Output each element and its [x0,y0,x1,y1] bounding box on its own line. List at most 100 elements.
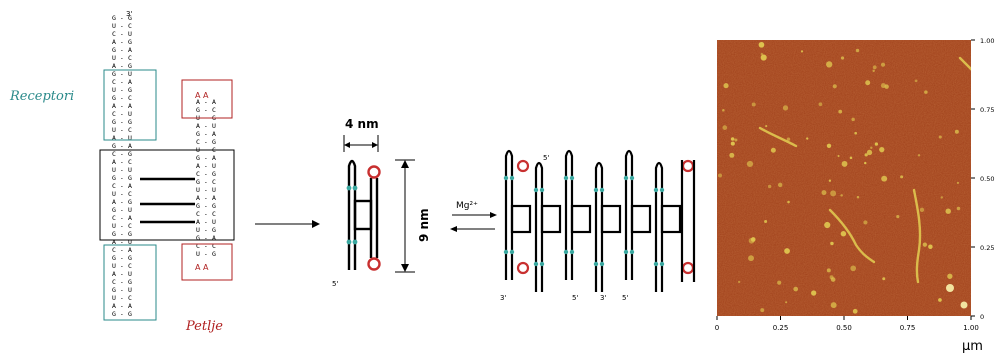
h-node-red [367,257,381,271]
afm-particle [748,255,754,262]
chain-node-cyan [659,187,665,193]
chain-strand [594,161,604,292]
afm-particle [824,221,831,229]
receptor-box-bottom [103,244,157,321]
receptor-box-top [103,69,157,141]
afm-particle [940,196,943,199]
base-glyph: A [212,194,216,202]
chain-node-cyan [503,249,509,255]
arrow-a-to-b [255,220,320,228]
base-glyph: G - [112,286,124,294]
base-glyph: G [212,226,216,234]
base-glyph: C [128,94,132,102]
base-glyph: G - [112,142,124,150]
h-node-red [367,165,381,179]
base-glyph: C - [112,182,124,190]
base-glyph: U [128,166,132,174]
afm-particle [838,109,843,114]
afm-particle [734,138,738,142]
base-glyph: A [128,246,132,254]
afm-particle [723,83,729,89]
afm-x-tick-label: 0.50 [836,324,852,332]
base-glyph: U - [112,190,124,198]
afm-particle [864,161,867,165]
afm-y-tick-label: 0.75 [980,106,994,114]
afm-y-tick-label: 0 [980,313,984,321]
base-glyph: U - [112,86,124,94]
chain-node-cyan [599,187,605,193]
base-glyph: U - [112,126,124,134]
base-glyph: A - [112,134,124,142]
chain-node-cyan [569,175,575,181]
afm-fibre [758,126,798,148]
afm-particle [917,154,921,157]
base-glyph: G [128,198,132,206]
afm-particle [840,231,847,237]
chain-node-red [516,261,530,275]
base-glyph: C - [196,242,208,250]
base-glyph: C - [112,246,124,254]
afm-particle [758,41,765,48]
afm-particle [879,147,885,153]
afm-particle [880,62,886,67]
afm-particle [777,280,782,285]
afm-particle [787,200,790,204]
afm-particle [866,149,873,156]
afm-particle [864,153,868,157]
afm-particle [811,290,817,296]
afm-features [718,41,971,314]
base-glyph: C [128,22,132,30]
base-glyph: G - [196,106,208,114]
afm-particle [793,286,799,292]
afm-particle [900,175,904,179]
afm-particle [854,131,858,135]
chain-node-cyan [653,187,659,193]
chain-node-cyan [563,175,569,181]
afm-particle [865,80,871,86]
base-glyph: A - [112,270,124,278]
base-glyph: G [128,254,132,262]
chain-node-cyan [533,187,539,193]
base-glyph: U - [196,250,208,258]
base-glyph: G - [112,254,124,262]
afm-particle [718,173,723,178]
base-glyph: A [128,142,132,150]
sequence-right-strand: A -AG -CU -GA -UG -AC -GU -CG -AA -UC -G… [196,98,216,258]
base-glyph: G - [112,310,124,318]
afm-particle [818,102,823,107]
base-glyph: A [128,302,132,310]
afm-particle [851,117,855,122]
base-glyph: G [212,202,216,210]
chain-crossbar [660,204,682,234]
base-glyph: A - [112,198,124,206]
afm-particle [760,52,764,56]
afm-x-unit: μm [962,339,983,354]
afm-y-tick-label: 0.25 [980,244,994,252]
base-glyph: G [212,250,216,258]
base-glyph: C - [112,30,124,38]
afm-particle [722,108,725,112]
h-unit-panel: 4 nm 9 nm 5' [332,117,431,288]
afm-x-tick-label: 0 [715,324,719,332]
base-glyph: C [212,242,216,250]
afm-particle [880,83,886,89]
afm-particle [938,135,942,139]
afm-particle [826,61,833,68]
base-glyph: U - [112,166,124,174]
afm-particle [874,142,879,146]
chain-node-cyan [533,261,539,267]
base-glyph: C [128,158,132,166]
five-prime-c: 5' [543,154,549,162]
base-glyph: A - [112,158,124,166]
core-box [99,149,235,241]
afm-particle [849,156,853,160]
base-glyph: C - [112,278,124,286]
base-glyph: G [128,118,132,126]
afm-particle [841,160,848,167]
base-glyph: A [128,46,132,54]
afm-fibre [958,56,971,71]
base-glyph: C - [196,170,208,178]
h-node-cyan [352,239,358,245]
